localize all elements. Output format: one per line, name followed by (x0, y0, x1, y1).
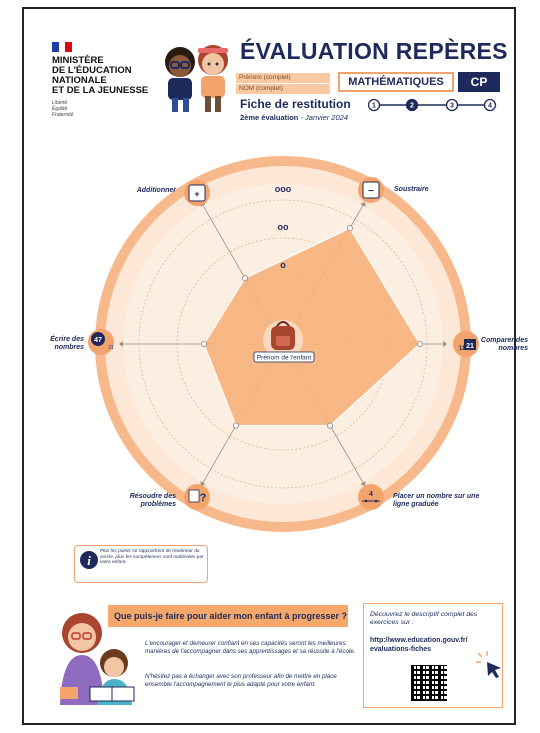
radar-point-5 (200, 340, 207, 347)
help-paragraph-2: N'hésitez pas à échanger avec son profes… (145, 673, 337, 688)
scale-mark-1: o (280, 260, 286, 270)
axis-label-placer: Placer un nombre sur une ligne graduée (393, 493, 480, 508)
svg-text:+: + (194, 189, 199, 199)
marianne-logo (52, 42, 72, 52)
axis-label-resoudre: Résoudre des problèmes (129, 493, 176, 508)
arc-label-calcul: LE CALCUL (252, 118, 313, 130)
axis-label-additionner: Additionner (136, 187, 176, 194)
svg-text:21: 21 (466, 343, 474, 350)
prenom-field[interactable]: Prénom (complet) (236, 73, 330, 83)
radar-axis-arrow-4 (200, 481, 206, 487)
radar-point-3 (327, 422, 334, 429)
radar-point-0 (241, 275, 248, 282)
svg-text:4: 4 (488, 103, 492, 110)
resources-intro: Découvrez le descriptif complet des exer… (370, 611, 478, 626)
center-label: Prénom de l'enfant (257, 355, 312, 362)
center-label-box (253, 351, 315, 363)
info-icon: i (80, 551, 98, 569)
svg-text:4: 4 (369, 491, 373, 498)
svg-text:2: 2 (410, 103, 414, 110)
axis-label-soustraire: Soustraire (394, 186, 429, 193)
radar-point-1 (346, 225, 353, 232)
subject-badge: MATHÉMATIQUES (338, 72, 454, 92)
backpack-icon (263, 320, 303, 360)
radar-axis-arrow-3 (360, 481, 366, 487)
qr-code[interactable] (411, 665, 447, 701)
help-paragraph-1: L'encourager et demeurer confiant en ses… (145, 640, 356, 655)
svg-text:i: i (87, 553, 91, 568)
problem-solving-icon: ? (184, 484, 210, 510)
step-progress: 1 2 3 4 (368, 98, 497, 112)
step-4: 4 (483, 98, 497, 112)
resources-link[interactable]: http://www.education.gouv.fr/ evaluation… (370, 637, 468, 653)
radar-point-2 (416, 340, 423, 347)
republic-motto: Liberté Égalité Fraternité (52, 100, 74, 118)
info-box (74, 545, 208, 583)
svg-text:11: 11 (459, 346, 466, 352)
svg-text:3: 3 (450, 103, 454, 110)
compare-numbers-icon: 11 21 (453, 331, 479, 357)
step-2: 2 (405, 98, 419, 112)
axis-label-ecrire: Écrire des nombres (50, 336, 84, 351)
svg-text:?: ? (200, 492, 207, 504)
radar-points (200, 225, 423, 429)
ministry-name: MINISTÈRE DE L'ÉDUCATION NATIONALE ET DE… (52, 55, 149, 96)
cursor-icon (476, 651, 501, 678)
scale-mark-3: ooo (275, 184, 292, 194)
step-3: 3 (445, 98, 459, 112)
evaluation-line: 2ème évaluation - Janvier 2024 (240, 113, 348, 122)
radar-point-4 (232, 422, 239, 429)
help-question: Que puis-je faire pour aider mon enfant … (108, 605, 348, 627)
radar-axis-arrow-2 (443, 341, 447, 347)
arc-label-nombres: LES NOMBRES (245, 553, 320, 567)
parent-child-illustration (60, 613, 135, 705)
info-text: Plus les points se rapprochent de l'exté… (100, 549, 204, 566)
subtraction-icon: − (358, 177, 384, 203)
radar-axis-arrow-5 (119, 341, 123, 347)
resources-box (363, 603, 503, 708)
axis-label-comparer: Comparer des nombres (480, 337, 528, 352)
level-badge: CP (458, 72, 500, 92)
svg-text:1: 1 (372, 103, 376, 110)
addition-icon: + (184, 180, 210, 206)
number-line-icon: 4 (358, 484, 384, 510)
radar-axis-arrow-1 (360, 201, 366, 207)
svg-text:31: 31 (108, 345, 114, 351)
nom-field[interactable]: NOM (complet) (236, 84, 330, 94)
write-numbers-icon: 47 31 (88, 329, 114, 355)
svg-text:−: − (368, 186, 374, 197)
step-1: 1 (368, 98, 381, 112)
scale-mark-2: oo (278, 222, 289, 232)
children-illustration (165, 45, 228, 112)
svg-text:47: 47 (94, 337, 102, 344)
fiche-title: Fiche de restitution (240, 97, 351, 111)
page-title: ÉVALUATION REPÈRES (240, 38, 508, 64)
